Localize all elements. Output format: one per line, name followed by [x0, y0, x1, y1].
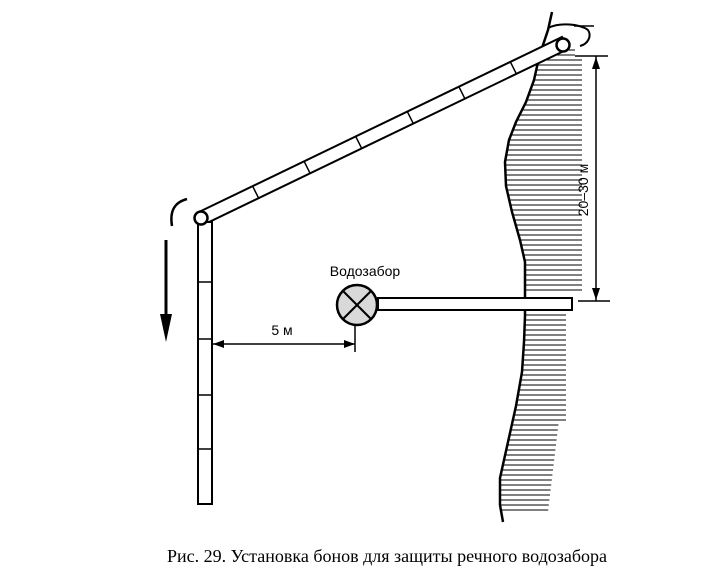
boom-joint: [458, 86, 466, 100]
circle-cross-icon: [335, 283, 379, 327]
intake-label: Водозабор: [330, 263, 401, 279]
riverbank-hatching: [500, 49, 582, 511]
boom-joint: [303, 160, 311, 174]
rope-loop-icon: [170, 197, 188, 227]
distance-label: 5 м: [271, 322, 292, 338]
riverbank-outline: [498, 11, 554, 523]
rope-loop-icon: [547, 23, 591, 47]
boom-joint: [251, 185, 260, 199]
depth-label: 20–30 м: [575, 164, 591, 216]
riverbank: [498, 11, 582, 523]
boom-joint: [355, 136, 363, 149]
hinge-left: [193, 210, 209, 226]
figure-caption: Рис. 29. Установка бонов для защиты речн…: [167, 546, 607, 566]
boom-joint: [406, 111, 414, 124]
distance-dimension: [213, 325, 356, 352]
floating-boom-vertical: [197, 221, 213, 505]
depth-dimension: [575, 55, 610, 302]
intake-pipe: [377, 297, 573, 311]
hinge-right: [555, 37, 571, 53]
arrow-down-icon: [160, 240, 172, 342]
boom-joint: [509, 61, 518, 75]
